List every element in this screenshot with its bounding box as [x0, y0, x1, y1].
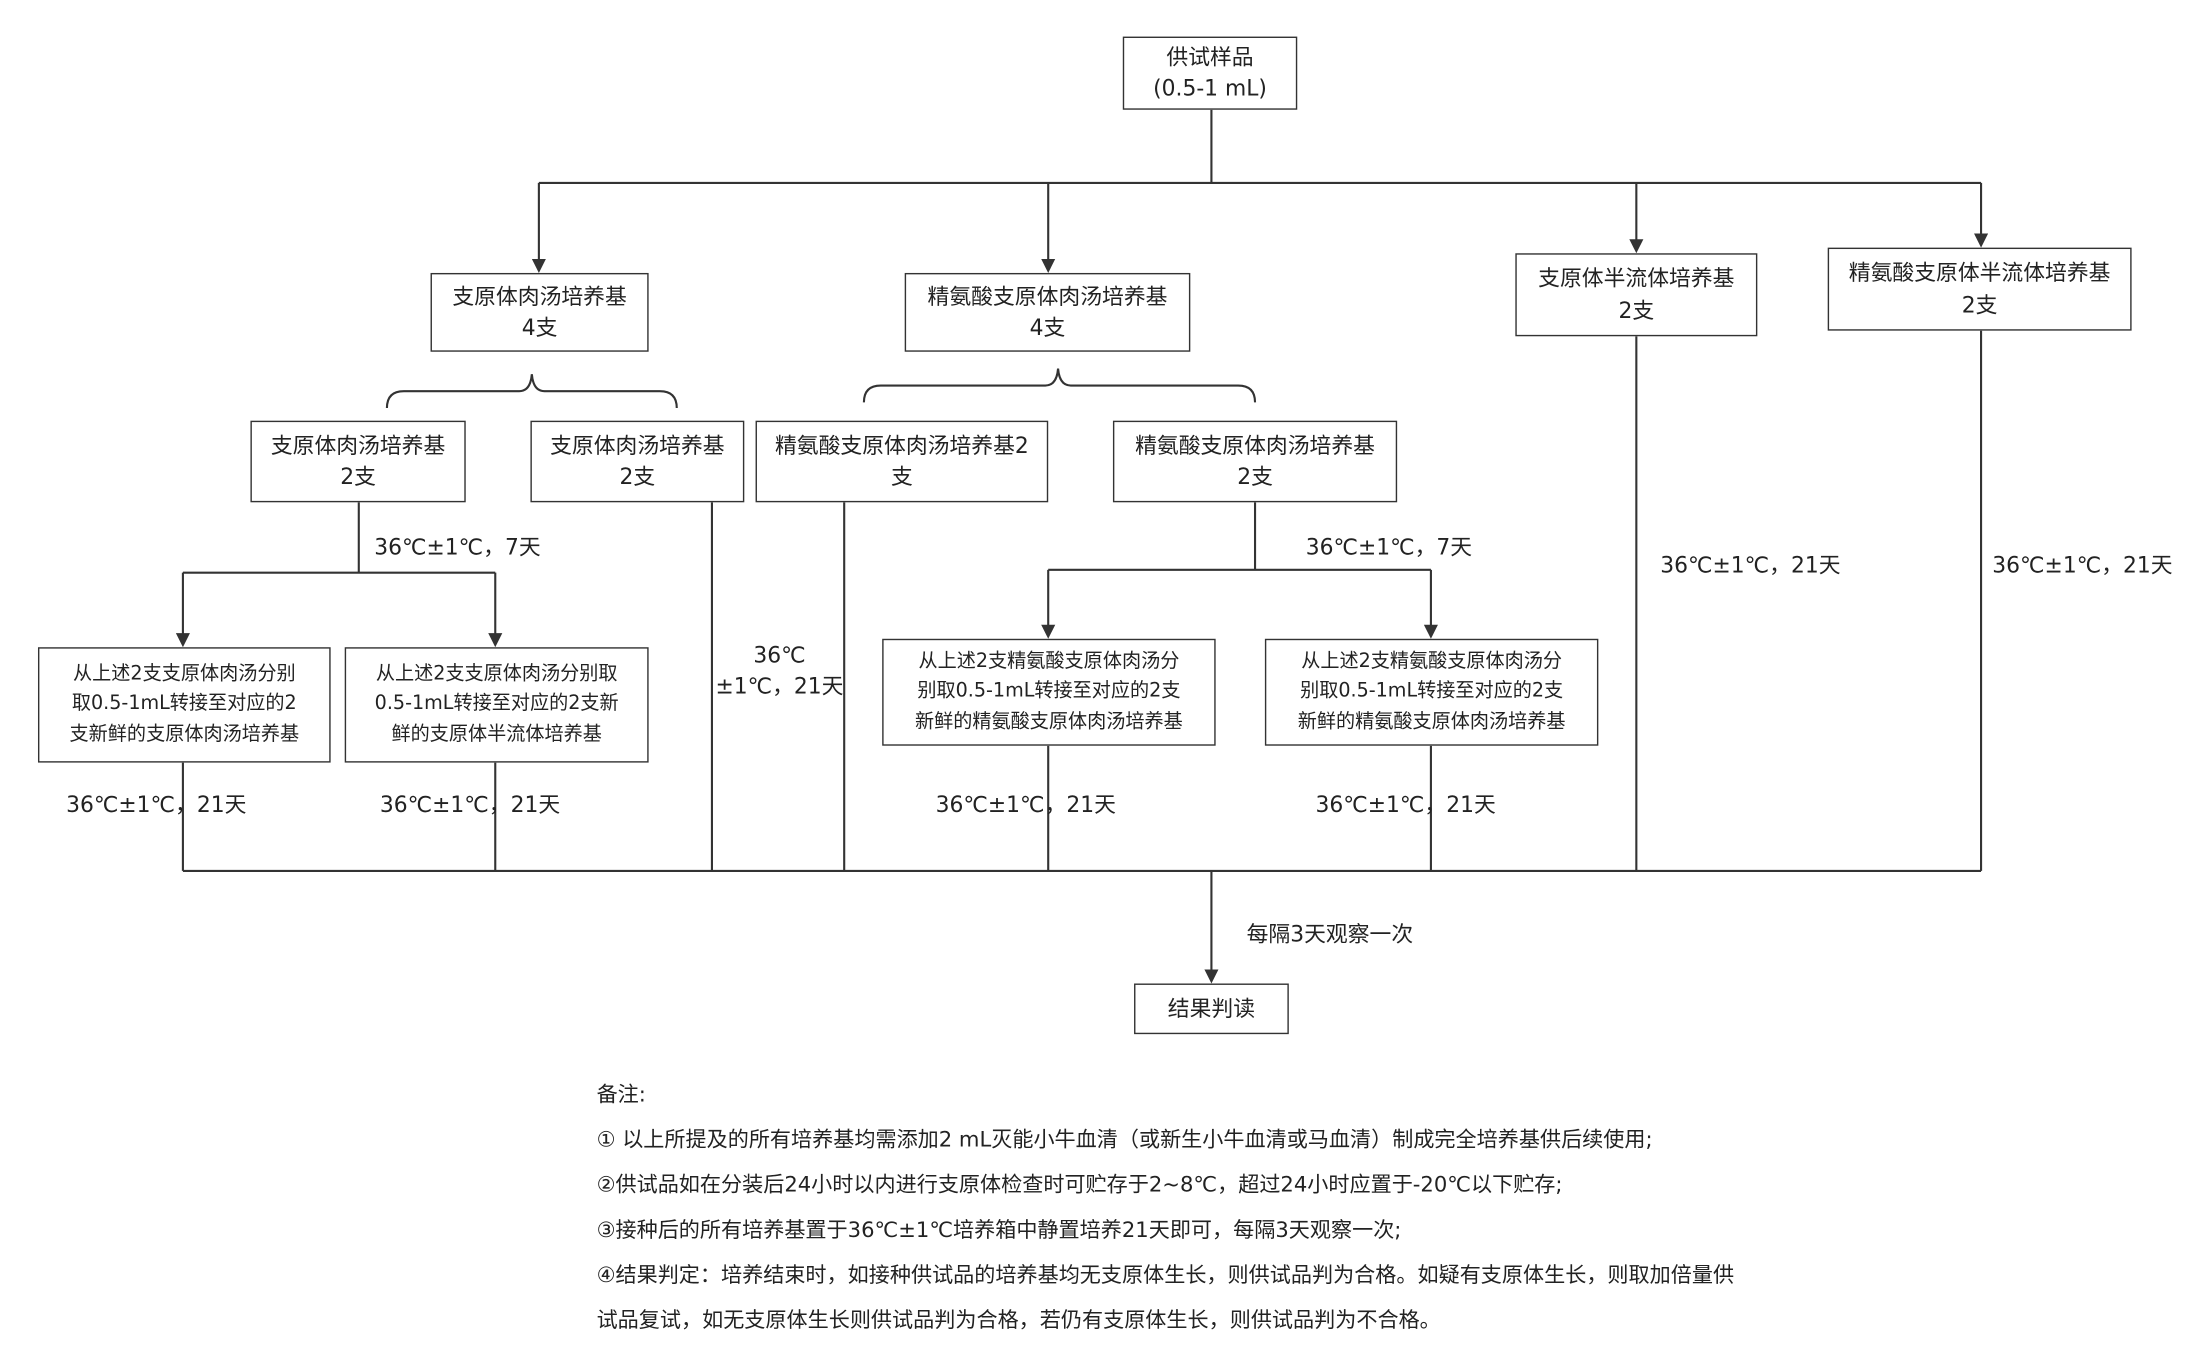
mycoplasma-broth-2b-box: 支原体肉汤培养基 2支: [530, 420, 745, 503]
sample-box: 供试样品 (0.5-1 mL): [1122, 36, 1298, 110]
box-line3: 新鲜的精氨酸支原体肉汤培养基: [1297, 709, 1566, 733]
box-line2: 2支: [1961, 291, 1998, 318]
notes-title: 备注:: [596, 1081, 646, 1108]
note-4-line1: ④结果判定：培养结束时，如接种供试品的培养基均无支原体生长，则供试品判为合格。如…: [596, 1262, 1735, 1288]
box-line3: 鲜的支原体半流体培养基: [391, 722, 602, 746]
box-line1: 从上述2支支原体肉汤分别: [73, 663, 296, 686]
incubation-label-7d-left: 36℃±1℃，7天: [374, 534, 541, 560]
incubation-label-7d-right: 36℃±1℃，7天: [1305, 534, 1473, 560]
box-line2: 支: [890, 464, 913, 490]
box-line2: 取0.5-1mL转接至对应的2: [71, 692, 297, 716]
mycoplasma-broth-2a-box: 支原体肉汤培养基 2支: [250, 420, 466, 503]
box-line1: 精氨酸支原体肉汤培养基: [1135, 432, 1375, 459]
box-line1: 支原体半流体培养基: [1538, 265, 1735, 292]
arginine-semi-fluid-2-box: 精氨酸支原体半流体培养基 2支: [1827, 247, 2132, 331]
sample-box-line1: 供试样品: [1166, 44, 1254, 70]
note-2: ②供试品如在分装后24小时以内进行支原体检查时可贮存于2~8℃，超过24小时应置…: [596, 1172, 1563, 1198]
incubation-label-21d-n3: 36℃±1℃，21天: [1660, 552, 1841, 579]
arginine-broth-4-box: 精氨酸支原体肉汤培养基 4支: [904, 272, 1191, 352]
box-line2: 4支: [521, 315, 558, 341]
box-line1: 支原体肉汤培养基: [550, 432, 725, 459]
note-1: ① 以上所提及的所有培养基均需添加2 mL灭能小牛血清（或新生小牛血清或马血清）…: [596, 1127, 1653, 1153]
incubation-label-21d-t4: 36℃±1℃，21天: [1315, 792, 1496, 818]
box-line2: 0.5-1mL转接至对应的2支新: [374, 692, 619, 716]
arginine-broth-2a-box: 精氨酸支原体肉汤培养基2 支: [755, 420, 1049, 503]
box-line2: 4支: [1029, 315, 1066, 341]
box-line1: 从上述2支支原体肉汤分别取: [375, 663, 618, 686]
brace-right: [862, 368, 1257, 403]
box-line2: 别取0.5-1mL转接至对应的2支: [917, 680, 1181, 703]
box-line2: 别取0.5-1mL转接至对应的2支: [1300, 680, 1564, 703]
arginine-broth-2b-box: 精氨酸支原体肉汤培养基 2支: [1112, 420, 1398, 503]
box-line1: 精氨酸支原体肉汤培养基: [927, 283, 1168, 309]
box-line3: 支新鲜的支原体肉汤培养基: [69, 722, 300, 746]
box-line1: 精氨酸支原体半流体培养基: [1848, 260, 2111, 286]
box-line1: 从上述2支精氨酸支原体肉汤分: [1301, 650, 1563, 674]
box-line1: 从上述2支精氨酸支原体肉汤分: [918, 650, 1180, 674]
incubation-label-21d-t2: 36℃±1℃，21天: [379, 792, 561, 818]
box-line2: 2支: [619, 464, 656, 490]
transfer-arginine-broth-box-a: 从上述2支精氨酸支原体肉汤分 别取0.5-1mL转接至对应的2支 新鲜的精氨酸支…: [882, 638, 1216, 746]
brace-left: [385, 374, 678, 409]
sample-box-line2: (0.5-1 mL): [1153, 75, 1267, 102]
semi-fluid-2-box: 支原体半流体培养基 2支: [1515, 253, 1758, 337]
label-line2: ±1℃，21天: [715, 674, 844, 700]
transfer-arginine-broth-box-b: 从上述2支精氨酸支原体肉汤分 别取0.5-1mL转接至对应的2支 新鲜的精氨酸支…: [1264, 638, 1599, 746]
result-label: 结果判读: [1167, 995, 1256, 1022]
box-line2: 2支: [1618, 297, 1655, 323]
box-line2: 2支: [1237, 464, 1273, 490]
observe-label: 每隔3天观察一次: [1246, 921, 1414, 947]
label-line1: 36℃: [753, 642, 806, 669]
notes-section: 备注: ① 以上所提及的所有培养基均需添加2 mL灭能小牛血清（或新生小牛血清或…: [597, 1072, 1734, 1342]
transfer-to-broth-box: 从上述2支支原体肉汤分别 取0.5-1mL转接至对应的2 支新鲜的支原体肉汤培养…: [37, 647, 331, 763]
result-box: 结果判读: [1134, 983, 1289, 1035]
box-line1: 精氨酸支原体肉汤培养基2: [774, 432, 1029, 459]
mycoplasma-broth-4-box: 支原体肉汤培养基 4支: [430, 272, 649, 352]
incubation-label-21d-n1b: 36℃ ±1℃，21天: [715, 640, 844, 703]
box-line1: 支原体肉汤培养基: [452, 283, 627, 309]
incubation-label-21d-t1: 36℃±1℃，21天: [66, 792, 247, 818]
incubation-label-21d-n4: 36℃±1℃，21天: [1992, 552, 2173, 579]
box-line3: 新鲜的精氨酸支原体肉汤培养基: [915, 709, 1183, 733]
note-3: ③接种后的所有培养基置于36℃±1℃培养箱中静置培养21天即可，每隔3天观察一次…: [596, 1217, 1402, 1243]
box-line1: 支原体肉汤培养基: [270, 432, 446, 459]
box-line2: 2支: [340, 464, 376, 490]
incubation-label-21d-t3: 36℃±1℃，21天: [935, 792, 1116, 818]
transfer-to-semi-fluid-box: 从上述2支支原体肉汤分别取 0.5-1mL转接至对应的2支新 鲜的支原体半流体培…: [344, 647, 649, 763]
note-4-line2: 试品复试，如无支原体生长则供试品判为合格，若仍有支原体生长，则供试品判为不合格。: [596, 1307, 1441, 1333]
